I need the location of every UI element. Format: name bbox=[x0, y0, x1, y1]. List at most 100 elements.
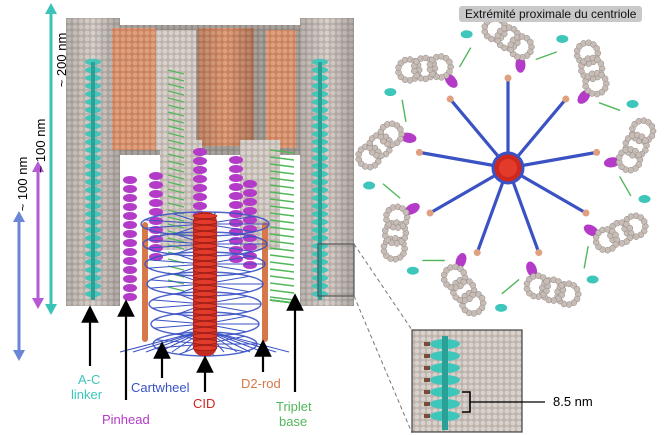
triplet-base-strand bbox=[269, 212, 295, 217]
triplet-base-link bbox=[382, 183, 401, 199]
triplet-base-strand bbox=[167, 174, 185, 180]
pinhead-blob bbox=[455, 253, 467, 269]
cid-ring bbox=[192, 219, 218, 225]
cid-ring bbox=[192, 273, 218, 279]
tubulin-bead bbox=[640, 218, 648, 225]
microtubule-ring bbox=[426, 53, 454, 81]
pinhead-segment bbox=[123, 176, 137, 184]
pinhead-segment bbox=[149, 208, 163, 216]
ac-linker-blob bbox=[384, 88, 397, 97]
triplet-base-strand bbox=[269, 163, 295, 168]
ac-linker-blob bbox=[406, 266, 419, 275]
cid-ring bbox=[192, 327, 218, 333]
pinhead-structures bbox=[123, 148, 257, 301]
spoke-tip bbox=[582, 209, 590, 217]
pinhead-segment bbox=[229, 174, 243, 182]
inset-ac-linker-stack bbox=[424, 336, 460, 430]
spoke-tip bbox=[504, 74, 512, 82]
cid-ring bbox=[192, 213, 218, 219]
cid-ring bbox=[192, 303, 218, 309]
ac-linker-blob bbox=[556, 34, 569, 43]
pinhead-segment bbox=[123, 230, 137, 238]
d2-rod-left bbox=[142, 222, 148, 342]
label-pinhead: Pinhead bbox=[102, 412, 150, 427]
pinhead-segment bbox=[243, 261, 257, 269]
inset-link-dot bbox=[424, 390, 430, 394]
triplet-base-strand bbox=[167, 69, 185, 75]
microtubule-ring bbox=[383, 203, 411, 231]
zoom-source-box bbox=[317, 243, 355, 297]
pinhead-segment bbox=[229, 156, 243, 164]
pinhead-segment bbox=[193, 148, 207, 156]
pinhead-segment bbox=[123, 221, 137, 229]
cid-hub-core bbox=[499, 159, 517, 177]
tubulin-bead bbox=[402, 209, 410, 216]
label-100nm-blue: ~ 100 nm bbox=[15, 157, 30, 212]
inset-link-dot bbox=[424, 366, 430, 370]
cid-ring bbox=[192, 285, 218, 291]
pinhead-segment bbox=[193, 166, 207, 174]
label-spacing: 8.5 nm bbox=[553, 394, 593, 409]
label-cartwheel: Cartwheel bbox=[131, 380, 190, 395]
cid-ring bbox=[192, 243, 218, 249]
pinhead-segment bbox=[193, 157, 207, 165]
pinhead-segment bbox=[193, 175, 207, 183]
triplet-base-strand bbox=[269, 149, 295, 154]
triplet-base-strand bbox=[167, 132, 185, 138]
cid-ring bbox=[192, 309, 218, 315]
triplet-base-strand bbox=[269, 282, 295, 287]
cid-ring bbox=[192, 339, 218, 345]
ac-linker-blob bbox=[495, 303, 508, 312]
cartwheel-strut bbox=[204, 329, 290, 353]
cid-ring bbox=[192, 255, 218, 261]
pinhead-segment bbox=[123, 185, 137, 193]
pinhead-segment bbox=[229, 192, 243, 200]
triplet-base-link bbox=[458, 47, 472, 68]
ac-linker-blob bbox=[638, 195, 651, 204]
triplet-base-strand bbox=[167, 139, 185, 145]
zoom-line-top bbox=[353, 243, 413, 331]
triplet-base-strand bbox=[269, 240, 295, 245]
pinhead-blob bbox=[515, 56, 526, 73]
triplet-base-strand bbox=[269, 233, 295, 238]
proximal-end-top-view bbox=[355, 15, 657, 317]
triplet-base-strand bbox=[167, 216, 185, 222]
triplet-base-strand bbox=[167, 90, 185, 96]
pinhead-segment bbox=[149, 199, 163, 207]
ac-linker-stack-left bbox=[85, 58, 101, 300]
microtubule-ring bbox=[592, 226, 621, 254]
triplet-base-strand bbox=[167, 83, 185, 89]
microtubule-ring bbox=[616, 146, 644, 174]
triplet-base-strand bbox=[269, 205, 295, 210]
back-blade-right bbox=[266, 30, 296, 148]
tubulin-bead bbox=[635, 151, 643, 159]
tubulin-bead bbox=[469, 282, 477, 289]
triplet-base-strand bbox=[167, 202, 185, 208]
tubulin-bead bbox=[543, 278, 550, 285]
triplet-base-strand bbox=[167, 111, 185, 117]
ac-linker-blob bbox=[586, 275, 599, 284]
label-triplet-line2: base bbox=[279, 414, 308, 429]
label-arrows bbox=[81, 293, 304, 400]
tubulin-bead bbox=[460, 269, 467, 276]
dimension-200nm bbox=[45, 3, 57, 315]
pinhead-segment bbox=[243, 180, 257, 188]
triplet-base-strand bbox=[269, 268, 295, 273]
pinhead-segment bbox=[149, 190, 163, 198]
cid-rings bbox=[192, 213, 218, 351]
microtubule-ring bbox=[582, 69, 610, 98]
pinhead-segment bbox=[193, 202, 207, 210]
triplet-base-strand bbox=[167, 104, 185, 110]
pinhead-segment bbox=[229, 183, 243, 191]
microtubule-ring bbox=[507, 33, 535, 61]
cid-ring bbox=[192, 345, 218, 351]
inset-link-dot bbox=[424, 378, 430, 382]
triplet-base-strand bbox=[167, 237, 185, 243]
triplet-base-strand bbox=[167, 160, 185, 166]
triplet-base-strand bbox=[269, 299, 295, 304]
cid-ring bbox=[192, 249, 218, 255]
triplet-base-strand bbox=[269, 198, 295, 203]
tubulin-bead bbox=[593, 45, 600, 52]
pinhead-segment bbox=[123, 293, 137, 301]
cid-ring bbox=[192, 237, 218, 243]
